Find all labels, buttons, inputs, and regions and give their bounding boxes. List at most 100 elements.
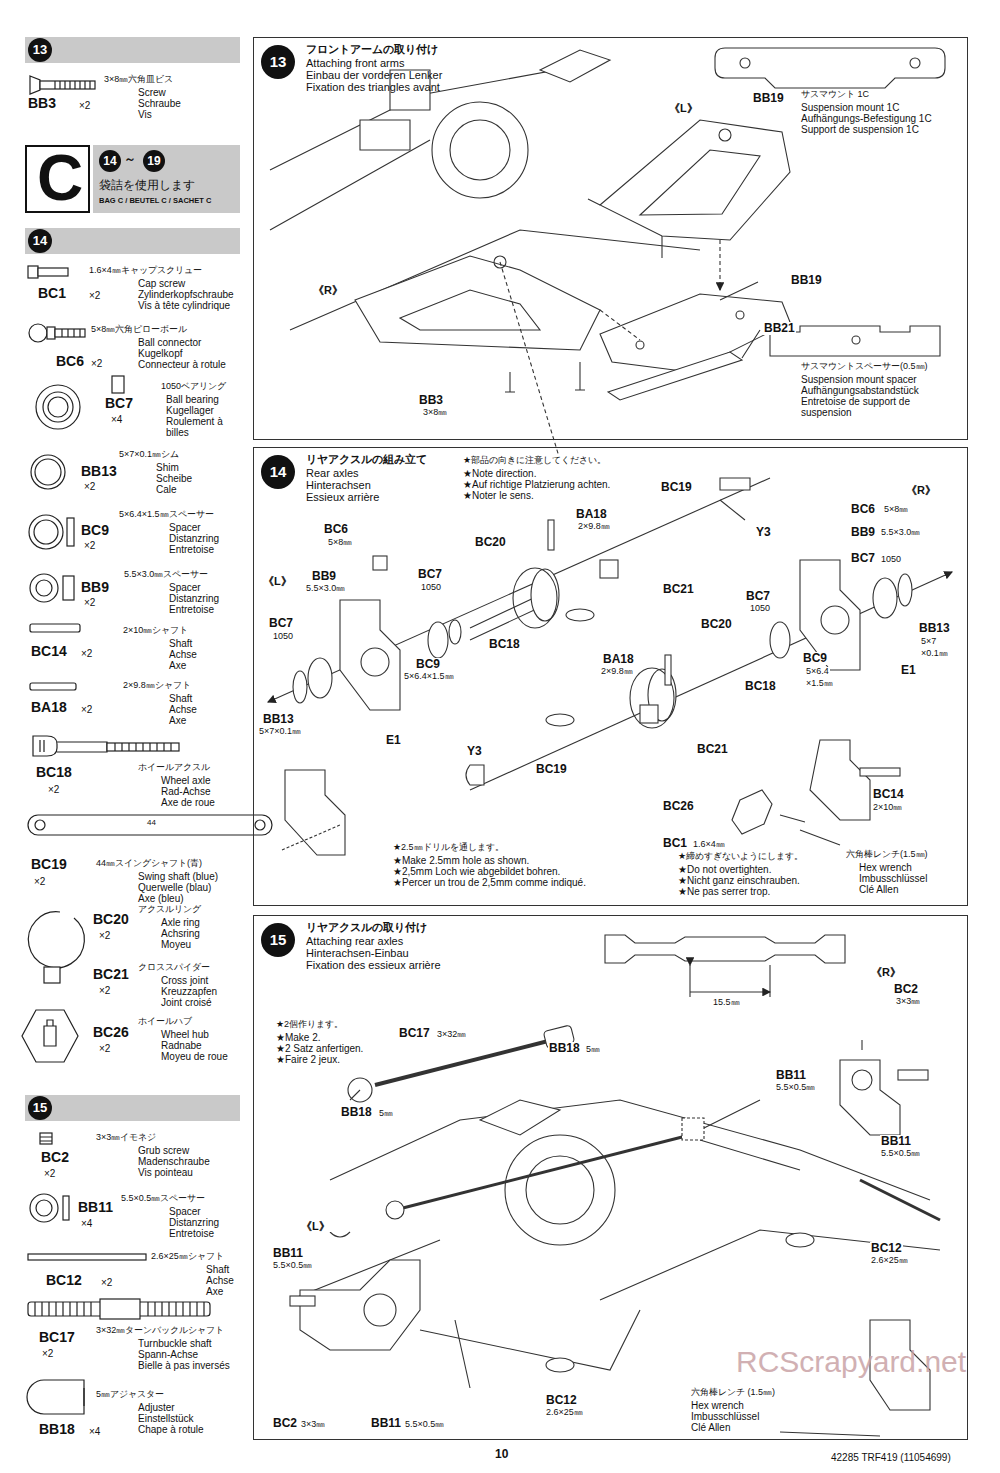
part-code: 《L》 (300, 1220, 331, 1232)
part-note: 3×32㎜ターンバックルシャフト (95, 1326, 225, 1336)
part-code: BB11 (272, 1247, 304, 1260)
part-code: BB11 (77, 1200, 114, 1215)
part-note: Support de suspension 1C (800, 124, 920, 135)
part-code: BB9 (80, 580, 110, 595)
step-title: Fixation des triangles avant (306, 81, 440, 93)
part-code: BB18 (38, 1422, 76, 1437)
part-code: BC20 (700, 618, 733, 631)
part-note: ×2 (98, 985, 111, 996)
part-note: Shaft (168, 693, 193, 704)
part-code: BC19 (660, 481, 693, 494)
part-code: Y3 (466, 745, 483, 758)
part-note: Screw (137, 87, 167, 98)
part-code: BC7 (268, 617, 294, 630)
part-note: Ball connector (137, 337, 202, 348)
bag-letter-box: C (25, 145, 90, 213)
part-note: ★Nicht ganz einschrauben. (677, 875, 801, 886)
part-note: 5×8㎜六角ピローボール (90, 325, 188, 335)
part-code: BC26 (662, 800, 695, 813)
part-note: ★Make 2.5mm hole as shown. (392, 855, 530, 866)
part-code: BB3 (418, 394, 444, 407)
part-note: 5×7×0.1㎜ (258, 727, 302, 737)
part-note: 15.5㎜ (712, 998, 741, 1008)
part-note: 5×8㎜ (883, 505, 909, 515)
step-header-band: 14 (25, 228, 240, 254)
part-code: BB21 (763, 322, 796, 335)
part-code: BB13 (918, 622, 951, 635)
part-code: BC21 (696, 743, 729, 756)
part-note: 5.5×0.5㎜ (404, 1420, 445, 1430)
part-code: BC12 (870, 1242, 903, 1255)
part-code: BC18 (488, 638, 521, 651)
part-note: 5.5×3.0㎜スペーサー (123, 570, 209, 580)
part-note: 42285 TRF419 (11054699) (830, 1452, 952, 1463)
part-note: Hex wrench (858, 862, 913, 873)
part-note: ×0.1㎜ (920, 649, 949, 659)
part-code: 《L》 (668, 102, 699, 114)
part-note: ×2 (90, 358, 103, 369)
part-note: ×2 (80, 648, 93, 659)
part-note: ★2,5mm Loch wie abgebildet bohren. (392, 866, 561, 877)
part-code: E1 (385, 734, 402, 747)
step-number: 13 (261, 45, 295, 79)
part-note: ★2.5㎜ドリルを通します。 (392, 843, 505, 853)
step-number: 14 (28, 229, 52, 253)
part-code: BC18 (35, 765, 73, 780)
part-note: 5.5×0.5㎜ (272, 1261, 313, 1271)
part-code: BA18 (602, 653, 635, 666)
part-note: ×2 (41, 1348, 54, 1359)
part-note: 2.6×25㎜シャフト (150, 1252, 225, 1262)
part-note: Turnbuckle shaft (137, 1338, 213, 1349)
part-code: BC2 (272, 1417, 298, 1430)
part-code: BB3 (27, 96, 57, 111)
part-note: 44 (146, 819, 157, 828)
part-note: 5.5×0.5㎜ (880, 1149, 921, 1159)
part-note: Achse (168, 704, 198, 715)
part-code: BC12 (45, 1273, 83, 1288)
part-note: Bielle à pas inversés (137, 1360, 231, 1371)
part-note: Spacer (168, 582, 202, 593)
part-note: ×2 (100, 1277, 113, 1288)
part-note: suspension (800, 407, 853, 418)
part-note: 3×3㎜イモネジ (95, 1133, 157, 1143)
part-note: 3×3㎜ (300, 1420, 326, 1430)
part-note: Einstellstück (137, 1413, 195, 1424)
part-note: ×2 (47, 784, 60, 795)
part-note: 5㎜アジャスター (95, 1390, 165, 1400)
part-note: 5×7 (920, 637, 937, 647)
part-note: Madenschraube (137, 1156, 211, 1167)
part-note: ★Ne pas serrer trop. (677, 886, 771, 897)
part-code: BB13 (262, 713, 295, 726)
part-code: BC7 (850, 552, 876, 565)
part-code: BC9 (415, 658, 441, 671)
part-note: 1050 (749, 604, 771, 614)
step-title: Attaching front arms (306, 57, 404, 69)
part-note: サスマウント 1C (800, 90, 870, 100)
part-code: BB18 (548, 1042, 581, 1055)
step-number: 19 (143, 150, 165, 172)
step-title: BAG C / BEUTEL C / SACHET C (99, 197, 211, 205)
part-note: billes (165, 427, 190, 438)
part-code: BC9 (802, 652, 828, 665)
part-note: ×2 (33, 876, 46, 887)
part-code: BC2 (40, 1150, 70, 1165)
part-note: Shaft (205, 1264, 230, 1275)
step-number: 15 (261, 923, 295, 957)
part-note: Entretoise (168, 1228, 215, 1239)
part-note: Suspension mount spacer (800, 374, 918, 385)
part-note: Vis (137, 109, 153, 120)
part-note: 六角棒レンチ(1.5㎜) (845, 850, 929, 860)
part-code: 《L》 (262, 575, 293, 587)
part-note: Querwelle (blau) (137, 882, 212, 893)
part-note: Axe (bleu) (137, 893, 185, 904)
part-note: Wheel axle (160, 775, 211, 786)
part-note: ×2 (98, 1043, 111, 1054)
part-code: BC7 (104, 396, 134, 411)
part-note: Shim (155, 462, 180, 473)
part-note: Joint croisé (160, 997, 213, 1008)
part-note: Achse (168, 649, 198, 660)
part-note: 2.6×25㎜ (870, 1256, 909, 1266)
part-note: 1050ベアリング (160, 382, 227, 392)
part-note: ★Make 2. (275, 1032, 322, 1043)
part-note: 3×8㎜ (422, 408, 448, 418)
